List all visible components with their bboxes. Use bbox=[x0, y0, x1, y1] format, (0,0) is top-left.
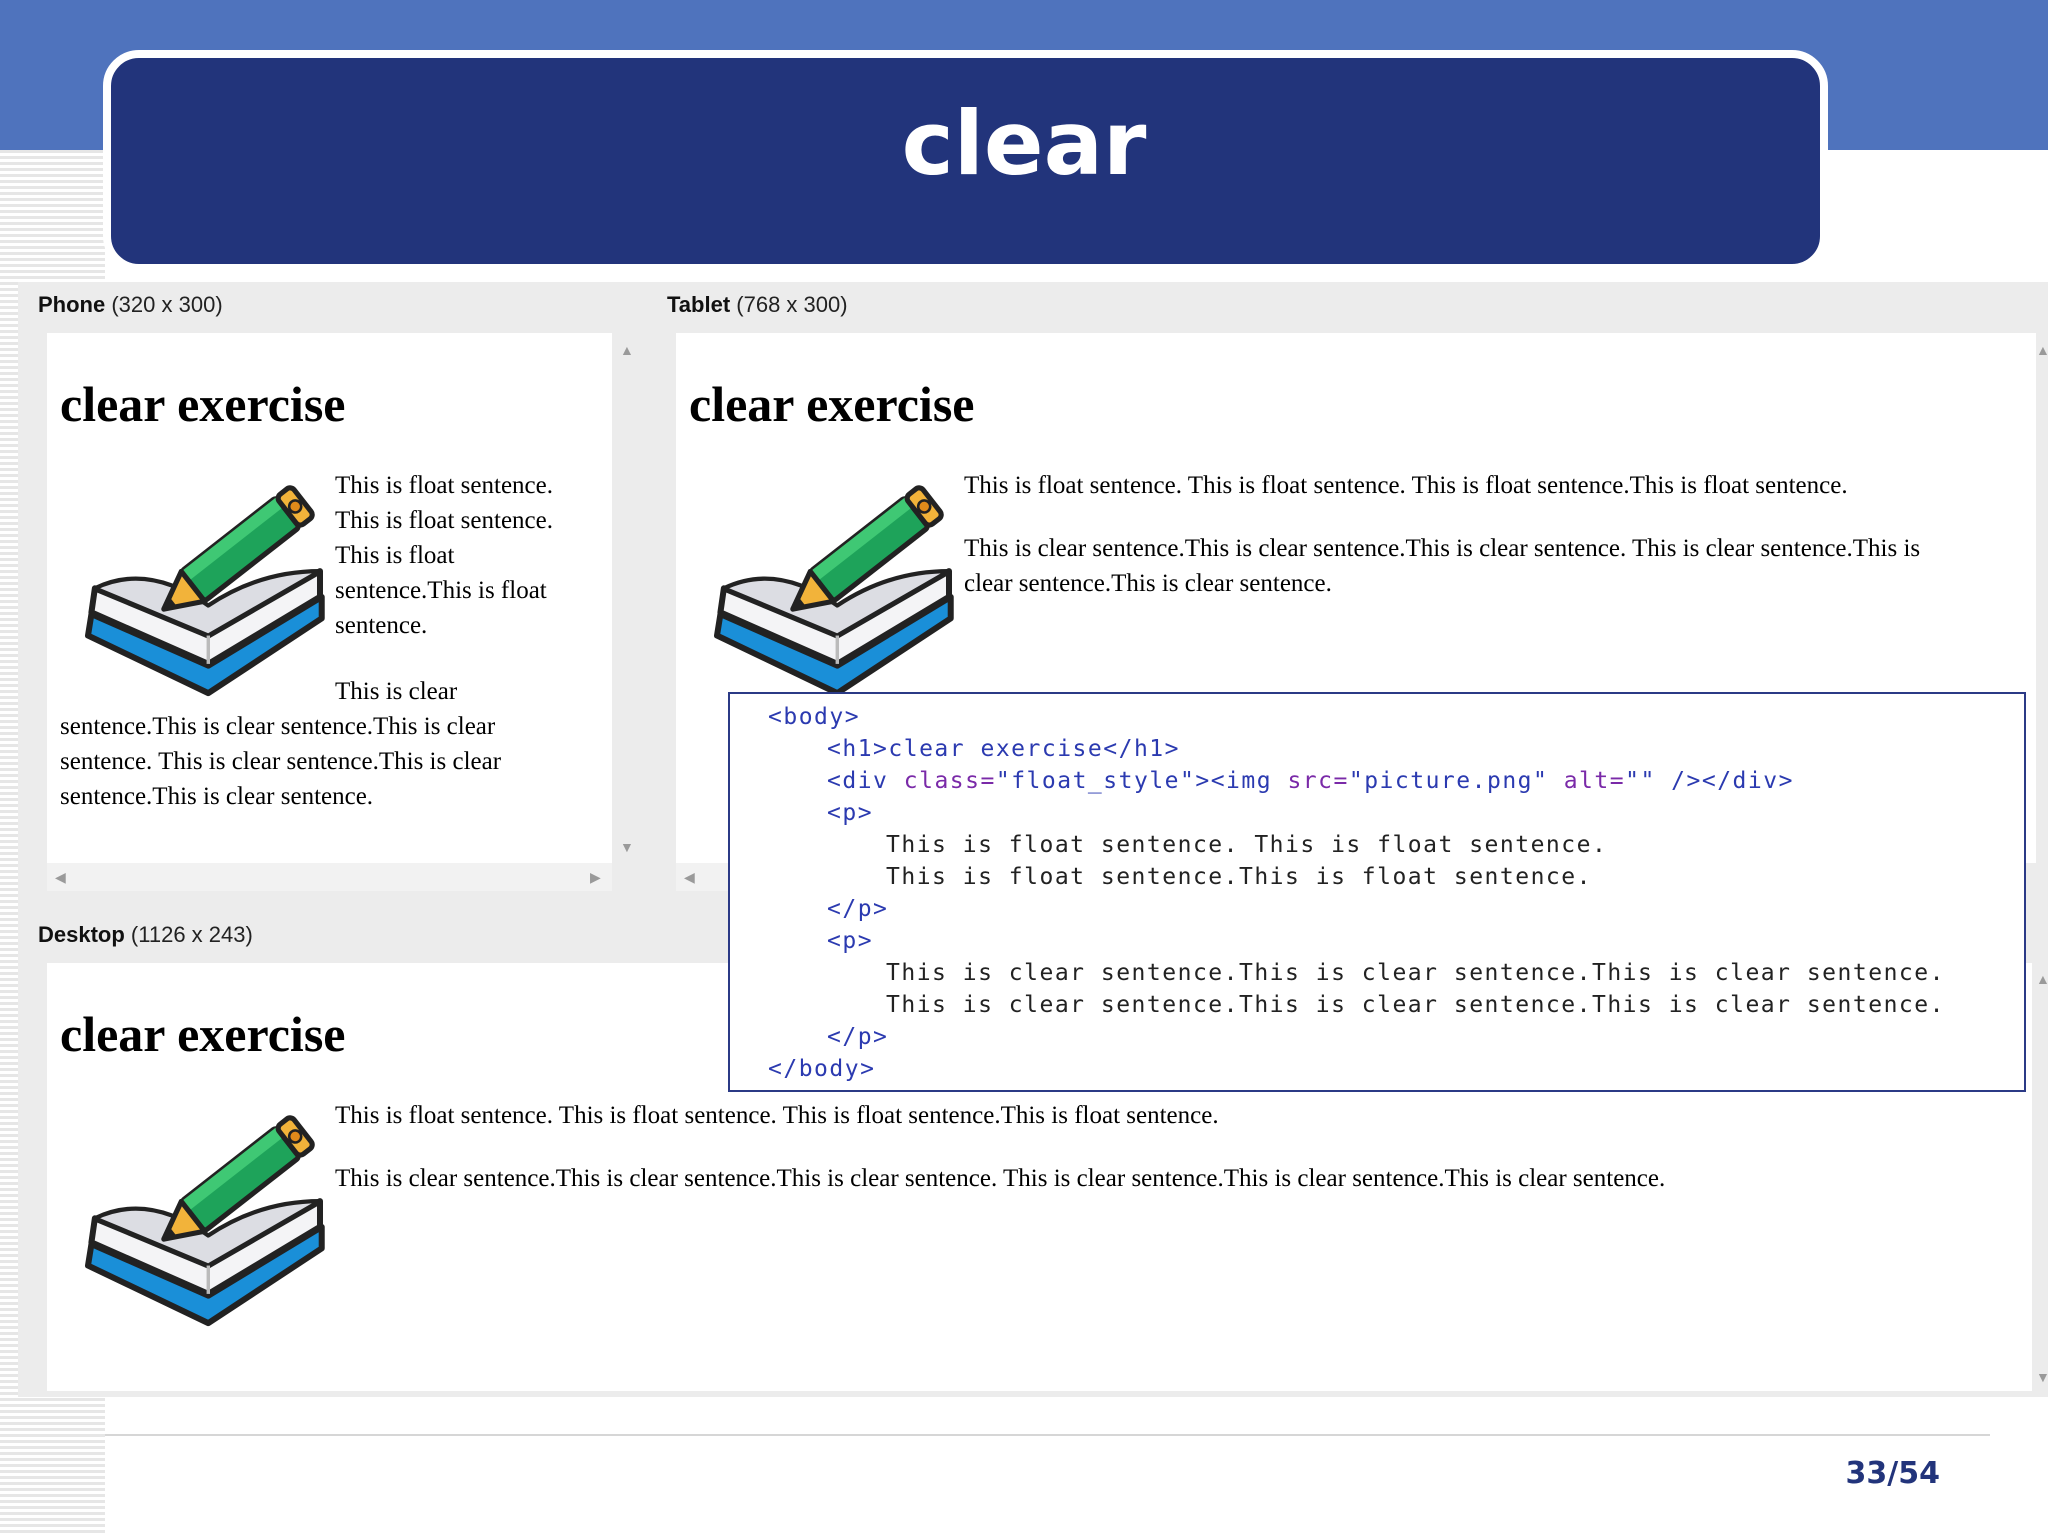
desktop-label-size: (1126 x 243) bbox=[130, 922, 253, 947]
scroll-up-arrow-icon[interactable]: ▲ bbox=[2036, 342, 2048, 358]
code-body-close: </body> bbox=[768, 1056, 876, 1082]
tablet-label-name: Tablet bbox=[667, 292, 731, 317]
phone-float-line: This is float sentence. bbox=[335, 472, 553, 499]
scroll-left-arrow-icon[interactable]: ◀ bbox=[684, 869, 695, 885]
desktop-label-name: Desktop bbox=[38, 922, 125, 947]
code-val-class: "float_style" bbox=[995, 768, 1196, 794]
code-p-open: <p> bbox=[827, 928, 874, 954]
phone-float-line: sentence. bbox=[335, 612, 428, 639]
book-pencil-icon bbox=[688, 468, 978, 700]
code-p-close: </p> bbox=[827, 896, 889, 922]
phone-clear-line: sentence. This is clear sentence.This is… bbox=[60, 748, 502, 775]
phone-label: Phone (320 x 300) bbox=[38, 292, 223, 318]
slide-title: clear bbox=[901, 92, 1147, 195]
code-snippet-box: <body> <h1>clear exercise</h1> <div clas… bbox=[728, 692, 2026, 1092]
code-float-line: This is float sentence. This is float se… bbox=[886, 832, 1608, 858]
tablet-clear-line: This is clear sentence.This is clear sen… bbox=[964, 535, 1921, 562]
scroll-up-arrow-icon[interactable]: ▲ bbox=[2036, 971, 2048, 987]
desktop-page-heading: clear exercise bbox=[60, 1006, 346, 1062]
book-pencil-icon bbox=[59, 468, 349, 700]
scroll-right-arrow-icon[interactable]: ▶ bbox=[590, 869, 601, 885]
scroll-down-arrow-icon[interactable]: ▼ bbox=[620, 839, 634, 855]
phone-clear-line: sentence.This is clear sentence. bbox=[60, 783, 374, 810]
phone-float-line: This is float sentence. bbox=[335, 507, 553, 534]
phone-float-paragraph: This is float sentence. This is float se… bbox=[335, 468, 595, 643]
tablet-clear-paragraph: This is clear sentence.This is clear sen… bbox=[964, 531, 1920, 601]
desktop-clear-paragraph: This is clear sentence.This is clear sen… bbox=[335, 1165, 1666, 1192]
code-div-line: <div class="float_style"><img src="pictu… bbox=[827, 768, 1794, 794]
page-number: 33/54 bbox=[1845, 1456, 1940, 1491]
footer-divider bbox=[105, 1434, 1990, 1436]
phone-clear-line: This is clear bbox=[335, 678, 458, 705]
scroll-up-arrow-icon[interactable]: ▲ bbox=[620, 342, 634, 358]
tablet-clear-line: clear sentence.This is clear sentence. bbox=[964, 570, 1332, 597]
code-body-open: <body> bbox=[768, 704, 861, 730]
title-box bbox=[103, 50, 1828, 272]
code-h1-text: <h1>clear exercise</h1> bbox=[827, 736, 1180, 762]
code-div-open: <div bbox=[827, 768, 904, 794]
code-attr-alt: alt= bbox=[1548, 768, 1626, 794]
desktop-float-paragraph: This is float sentence. This is float se… bbox=[335, 1102, 1219, 1129]
code-val-src: "picture.png" bbox=[1348, 768, 1549, 794]
code-clear-line: This is clear sentence.This is clear sen… bbox=[886, 992, 1945, 1018]
phone-label-size: (320 x 300) bbox=[111, 292, 223, 317]
code-img-open: ><img bbox=[1195, 768, 1288, 794]
code-float-line: This is float sentence.This is float sen… bbox=[886, 864, 1592, 890]
book-pencil-icon bbox=[59, 1098, 349, 1330]
scroll-left-arrow-icon[interactable]: ◀ bbox=[55, 869, 66, 885]
scroll-down-arrow-icon[interactable]: ▼ bbox=[2036, 1369, 2048, 1385]
phone-float-line: sentence.This is float bbox=[335, 577, 547, 604]
tablet-page-heading: clear exercise bbox=[689, 376, 975, 432]
phone-label-name: Phone bbox=[38, 292, 106, 317]
code-val-alt: "" bbox=[1625, 768, 1656, 794]
code-attr-class: class= bbox=[903, 768, 996, 794]
code-p-open: <p> bbox=[827, 800, 874, 826]
phone-clear-paragraph: This is clear sentence.This is clear sen… bbox=[60, 674, 600, 814]
code-h1: <h1>clear exercise</h1> bbox=[827, 736, 1180, 762]
phone-clear-line: sentence.This is clear sentence.This is … bbox=[60, 713, 496, 740]
phone-float-line: This is float bbox=[335, 542, 455, 569]
code-attr-src: src= bbox=[1287, 768, 1349, 794]
tablet-label: Tablet (768 x 300) bbox=[667, 292, 848, 318]
phone-viewport[interactable]: clear exercise This is float sentence. T… bbox=[47, 333, 612, 863]
code-clear-line: This is clear sentence.This is clear sen… bbox=[886, 960, 1945, 986]
code-div-close: /></div> bbox=[1655, 768, 1794, 794]
tablet-label-size: (768 x 300) bbox=[736, 292, 848, 317]
code-p-close: </p> bbox=[827, 1024, 889, 1050]
phone-page-heading: clear exercise bbox=[60, 376, 346, 432]
tablet-float-paragraph: This is float sentence. This is float se… bbox=[964, 472, 1848, 499]
phone-horizontal-scrollbar[interactable] bbox=[47, 863, 612, 891]
desktop-label: Desktop (1126 x 243) bbox=[38, 922, 253, 948]
